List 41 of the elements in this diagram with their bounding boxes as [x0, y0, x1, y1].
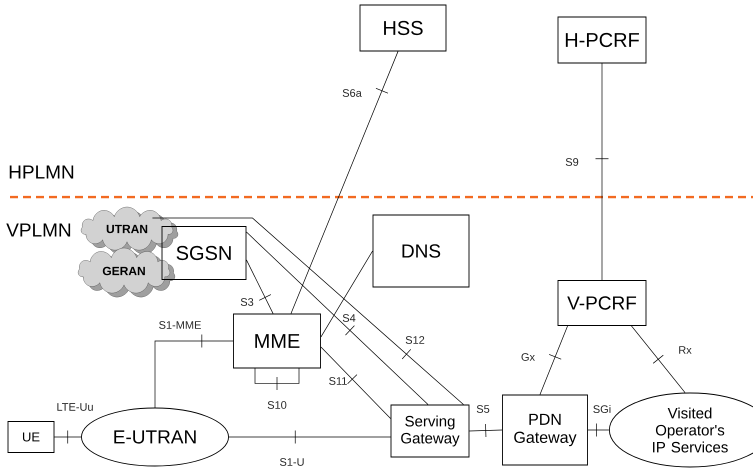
interface-line: [540, 326, 568, 395]
interface-line: [152, 218, 464, 405]
interface-line: [588, 423, 610, 437]
network-cloud: GERAN: [78, 248, 176, 298]
interface-label: S9: [566, 158, 578, 166]
network-box: Serving Gateway: [390, 404, 470, 458]
network-box: MME: [233, 314, 321, 368]
interface-line: [320, 250, 373, 338]
interface-line: [246, 232, 428, 405]
interface-line: [595, 63, 609, 280]
interface-label: Gx: [522, 353, 535, 361]
network-box: HSS: [360, 4, 446, 52]
interface-line: [254, 368, 300, 390]
network-box: V-PCRF: [558, 280, 646, 326]
interface-line: [246, 260, 274, 314]
network-box: H-PCRF: [558, 16, 646, 64]
interface-line: [290, 51, 398, 314]
network-cloud: UTRAN: [80, 206, 178, 254]
interface-line: [320, 346, 391, 419]
interface-label: S5: [476, 405, 490, 413]
interface-label: S6a: [342, 89, 362, 97]
network-box: UE: [8, 421, 54, 453]
interface-label: S3: [240, 298, 254, 306]
interface-label: S11: [329, 377, 347, 385]
network-label: HPLMN: [10, 165, 74, 179]
interface-label: S1-MME: [159, 321, 201, 329]
network-label: VPLMN: [6, 223, 70, 237]
interface-label: SGi: [593, 404, 610, 414]
interface-label: S12: [406, 336, 424, 344]
interface-label: S1-U: [280, 458, 304, 466]
interface-line: [54, 430, 82, 444]
interface-label: S10: [268, 401, 286, 409]
network-box: SGSN: [162, 226, 246, 280]
interface-line: [631, 326, 686, 393]
interface-label: S4: [342, 314, 356, 322]
interface-line: [154, 334, 234, 408]
network-box: PDN Gateway: [502, 394, 588, 466]
network-box: DNS: [372, 214, 470, 288]
interface-line: [469, 424, 502, 438]
interface-line: [228, 430, 391, 444]
interface-label: Rx: [679, 346, 692, 354]
